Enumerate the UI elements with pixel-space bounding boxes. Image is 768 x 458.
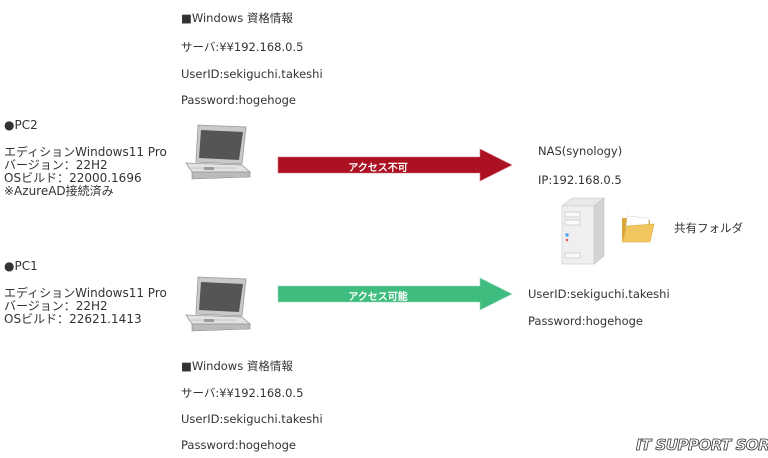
pc2-heading: ●PC2 [4, 118, 38, 132]
nas-server-icon [561, 197, 605, 265]
pc2-osbuild: OSビルド：22000.1696 [4, 171, 142, 185]
nas-userid: UserID:sekiguchi.takeshi [528, 287, 670, 301]
pc1-to-nas-arrow [277, 277, 513, 311]
pc2-laptop-icon [185, 124, 252, 180]
pc2-azuread-note: ※AzureAD接続済み [4, 184, 114, 198]
nas-password: Password:hogehoge [528, 314, 643, 328]
bottom-credentials-userid: UserID:sekiguchi.takeshi [181, 412, 323, 426]
top-credentials-userid: UserID:sekiguchi.takeshi [181, 67, 323, 81]
pc1-edition: エディションWindows11 Pro [4, 286, 167, 300]
pc1-laptop-icon [185, 276, 252, 332]
pc1-heading: ●PC1 [4, 259, 38, 273]
pc2-to-nas-arrow [277, 148, 513, 182]
watermark-logo: IT SUPPORT SORA [636, 436, 768, 455]
top-credentials-password: Password:hogehoge [181, 93, 296, 107]
pc1-version: バージョン：22H2 [4, 299, 108, 313]
pc2-to-nas-arrow-label: アクセス不可 [348, 163, 408, 174]
pc2-version: バージョン：22H2 [4, 158, 108, 172]
shared-folder-label: 共有フォルダ [674, 221, 743, 235]
bottom-credentials-password: Password:hogehoge [181, 438, 296, 452]
pc1-to-nas-arrow-label: アクセス可能 [348, 292, 408, 303]
bottom-credentials-server: サーバ:¥¥192.168.0.5 [181, 386, 304, 400]
shared-folder-icon [621, 215, 655, 243]
nas-name: NAS(synology) [538, 144, 623, 158]
pc1-osbuild: OSビルド：22621.1413 [4, 312, 142, 326]
nas-ip: IP:192.168.0.5 [538, 173, 622, 187]
top-credentials-title: ■Windows 資格情報 [181, 11, 293, 25]
pc2-edition: エディションWindows11 Pro [4, 145, 167, 159]
top-credentials-server: サーバ:¥¥192.168.0.5 [181, 40, 304, 54]
bottom-credentials-title: ■Windows 資格情報 [181, 359, 293, 373]
